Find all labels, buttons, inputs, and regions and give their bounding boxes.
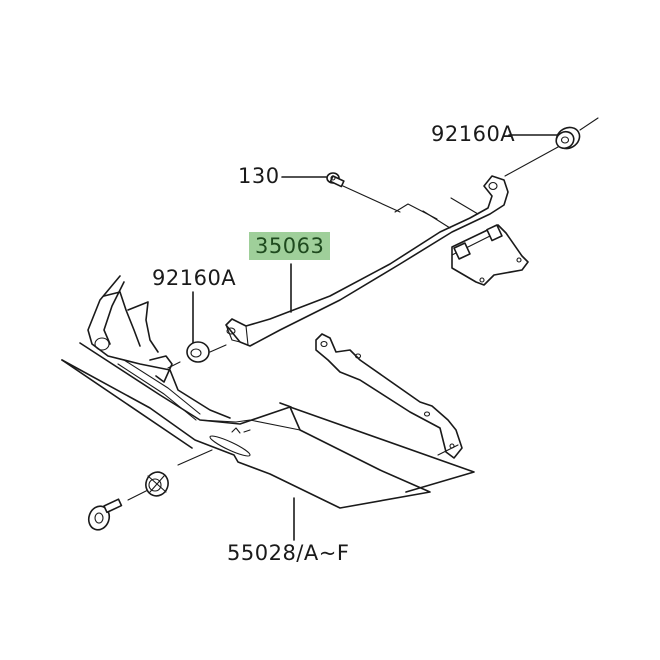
side-bracket-icon <box>315 333 463 459</box>
lower-left-grommet-icon <box>145 471 169 497</box>
flange-bolt-icon <box>326 172 345 188</box>
callout-55028[interactable]: 55028/A~F <box>227 541 350 565</box>
lower-left-screw-icon <box>87 498 123 531</box>
assembly-axes <box>127 117 599 501</box>
callout-92160a-top[interactable]: 92160A <box>431 122 516 146</box>
stay-bracket-icon <box>225 175 509 347</box>
callout-92160a-left[interactable]: 92160A <box>152 266 237 290</box>
callout-35063-highlighted[interactable]: 35063 <box>249 232 331 260</box>
lower-cowling-icon <box>61 342 475 509</box>
front-cowl-icon <box>87 275 231 421</box>
leader-lines <box>192 134 560 541</box>
grommet-left-icon <box>186 341 210 363</box>
grommet-top-right-icon <box>555 126 581 150</box>
callout-130[interactable]: 130 <box>238 164 280 188</box>
mounting-plate-icon <box>451 224 529 286</box>
